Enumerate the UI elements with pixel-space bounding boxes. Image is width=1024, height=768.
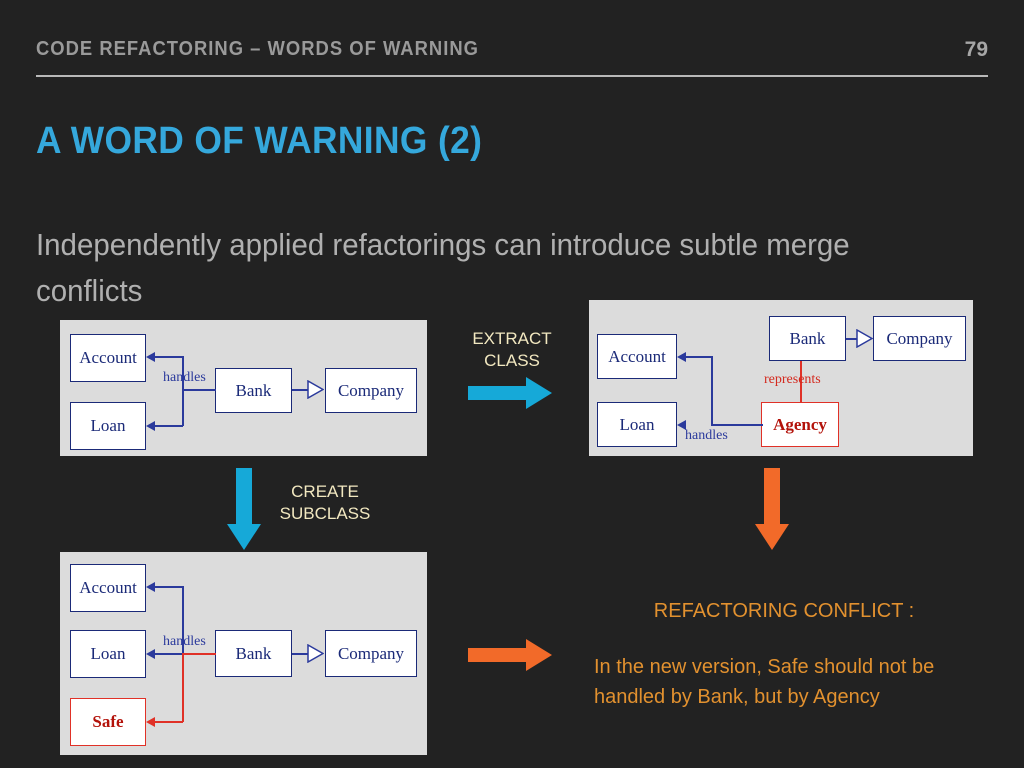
uml-box-bank: Bank [215,630,292,677]
edge-spine-vertical [711,356,713,425]
slide-body-text: Independently applied refactorings can i… [36,227,850,308]
conflict-heading: REFACTORING CONFLICT : [653,600,915,622]
arrowhead-account [677,352,686,362]
edge-bank-to-company [292,653,308,655]
edge-label-handles: handles [163,370,206,385]
edge-spine-to-account [152,356,183,358]
diagram-original-model: Account Loan Bank Company handles [60,320,427,456]
uml-box-agency: Agency [761,402,839,447]
edge-bank-represents-agency [800,361,802,403]
edge-spine-to-loan [152,653,183,655]
uml-box-account: Account [70,334,146,382]
uml-box-loan: Loan [70,402,146,450]
uml-box-account: Account [597,334,677,379]
uml-box-company: Company [325,368,417,413]
generalization-triangle-icon [307,380,324,399]
arrow-merge-right-icon [468,639,552,671]
uml-box-company: Company [325,630,417,677]
edge-label-handles: handles [685,428,728,443]
edge-bank-to-safe-horizontal [182,653,216,655]
edge-bank-to-company [846,338,858,340]
arrowhead-loan [677,420,686,430]
edge-spine-vertical [182,356,184,426]
uml-box-loan: Loan [597,402,677,447]
arrowhead-loan [146,421,155,431]
transition-caption-extract-class: EXTRACT CLASS [472,329,552,370]
transition-caption-create-subclass: CREATE SUBCLASS [279,482,371,523]
edge-safe-spine-vertical [182,653,184,722]
uml-box-loan: Loan [70,630,146,678]
edge-spine-to-loan [152,425,183,427]
arrowhead-safe [146,717,155,727]
page-number: 79 [964,38,988,61]
edge-spine-to-safe [152,721,183,723]
edge-spine-to-account [683,356,712,358]
arrowhead-account [146,352,155,362]
uml-box-account: Account [70,564,146,612]
header-divider [36,75,988,77]
arrow-extract-class-icon [468,377,552,409]
arrowhead-account [146,582,155,592]
uml-box-safe: Safe [70,698,146,746]
edge-label-represents: represents [764,372,821,387]
header-title: CODE REFACTORING – WORDS OF WARNING [36,38,479,60]
generalization-triangle-icon [307,644,324,663]
generalization-triangle-icon [856,329,873,348]
diagram-extract-class-model: Account Loan Bank Company Agency represe… [589,300,973,456]
arrowhead-loan [146,649,155,659]
slide-header: CODE REFACTORING – WORDS OF WARNING 79 [36,38,988,78]
conflict-body: In the new version, Safe should not be h… [594,656,935,708]
edge-agency-to-spine [711,424,763,426]
uml-box-bank: Bank [215,368,292,413]
edge-spine-vertical [182,586,184,654]
uml-box-company: Company [873,316,966,361]
arrow-merge-down-icon [755,468,789,550]
page-title: A WORD OF WARNING (2) [36,120,483,162]
edge-spine-to-account [152,586,183,588]
edge-bank-to-company [292,389,308,391]
uml-box-bank: Bank [769,316,846,361]
edge-label-handles: handles [163,634,206,649]
arrow-create-subclass-icon [227,468,261,550]
diagram-create-subclass-model: Account Loan Safe Bank Company handles [60,552,427,755]
edge-bank-to-spine [182,389,216,391]
